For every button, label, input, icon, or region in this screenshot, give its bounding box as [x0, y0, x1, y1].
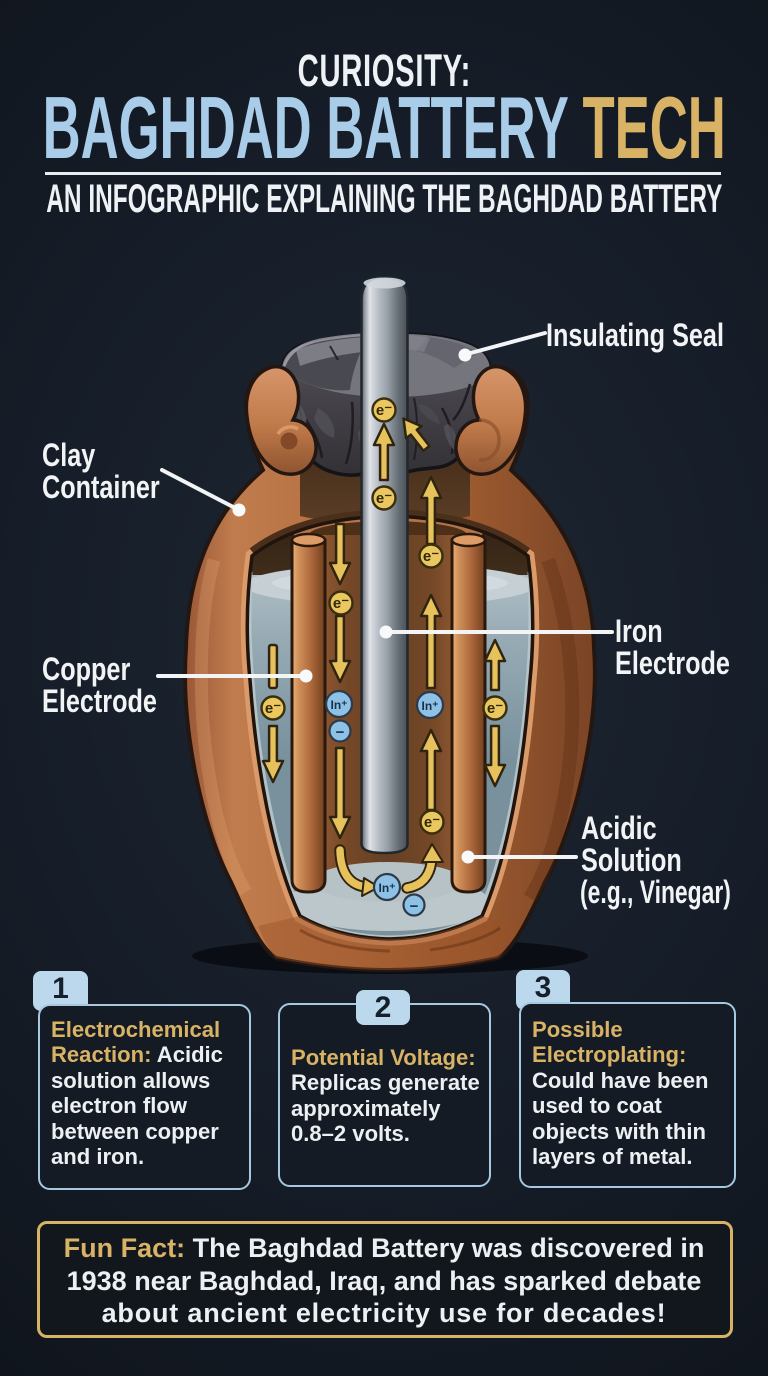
svg-text:In⁺: In⁺ [379, 881, 396, 895]
svg-text:−: − [336, 724, 345, 741]
svg-text:In⁺: In⁺ [331, 698, 348, 712]
svg-text:e⁻: e⁻ [487, 700, 503, 717]
svg-text:e⁻: e⁻ [265, 700, 281, 717]
svg-text:e⁻: e⁻ [333, 595, 349, 612]
svg-text:−: − [410, 898, 419, 915]
svg-text:e⁻: e⁻ [424, 814, 440, 831]
svg-text:e⁻: e⁻ [423, 548, 439, 565]
svg-text:e⁻: e⁻ [376, 490, 392, 507]
svg-text:In⁺: In⁺ [422, 699, 439, 713]
svg-text:e⁻: e⁻ [376, 402, 392, 419]
